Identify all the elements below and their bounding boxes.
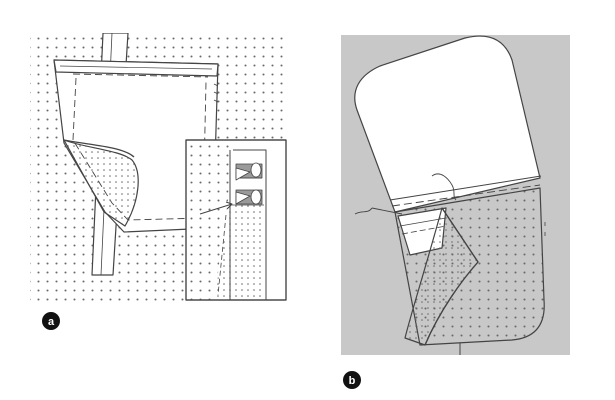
pocket-lining-flap bbox=[63, 139, 139, 227]
step-badge-b: b bbox=[343, 371, 361, 389]
step-badge-a-label: a bbox=[48, 316, 55, 328]
pocket-top-b bbox=[354, 35, 541, 213]
step-badge-b-label: b bbox=[349, 375, 356, 387]
step-badge-a: a bbox=[42, 312, 60, 330]
detail-inset bbox=[185, 139, 287, 301]
diagram-panel-b bbox=[341, 35, 570, 355]
